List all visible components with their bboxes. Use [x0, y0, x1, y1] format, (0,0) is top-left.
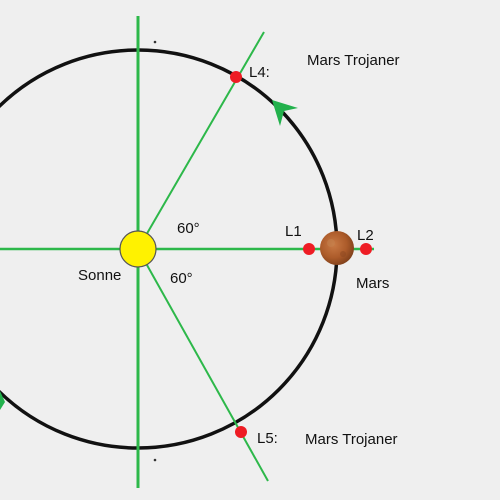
axis-top-dot: [153, 40, 157, 44]
mars-planet: [320, 231, 354, 265]
mars-texture-1: [327, 239, 335, 247]
orbit-direction-arrow-icon: [272, 100, 298, 126]
label-trojans-upper: Mars Trojaner: [307, 52, 400, 69]
label-l5: L5:: [257, 430, 278, 447]
lagrange-point-l4: [230, 71, 242, 83]
label-l1: L1: [285, 223, 302, 240]
label-trojans-lower: Mars Trojaner: [305, 431, 398, 448]
line-to-l4: [137, 31, 265, 250]
label-mars: Mars: [356, 275, 389, 292]
lagrange-point-l2: [360, 243, 372, 255]
label-sun: Sonne: [78, 267, 121, 284]
label-l2: L2: [357, 227, 374, 244]
orbit-direction-arrow-icon-lower: [0, 391, 5, 410]
mars-texture-2: [340, 251, 346, 257]
label-angle-upper: 60°: [177, 220, 200, 237]
label-angle-lower: 60°: [170, 270, 193, 287]
axis-bottom-dot: [153, 458, 157, 462]
label-l4: L4:: [249, 64, 270, 81]
line-to-l5: [137, 248, 269, 482]
lagrange-point-l1: [303, 243, 315, 255]
lagrange-point-l5: [235, 426, 247, 438]
sun: [119, 230, 157, 268]
